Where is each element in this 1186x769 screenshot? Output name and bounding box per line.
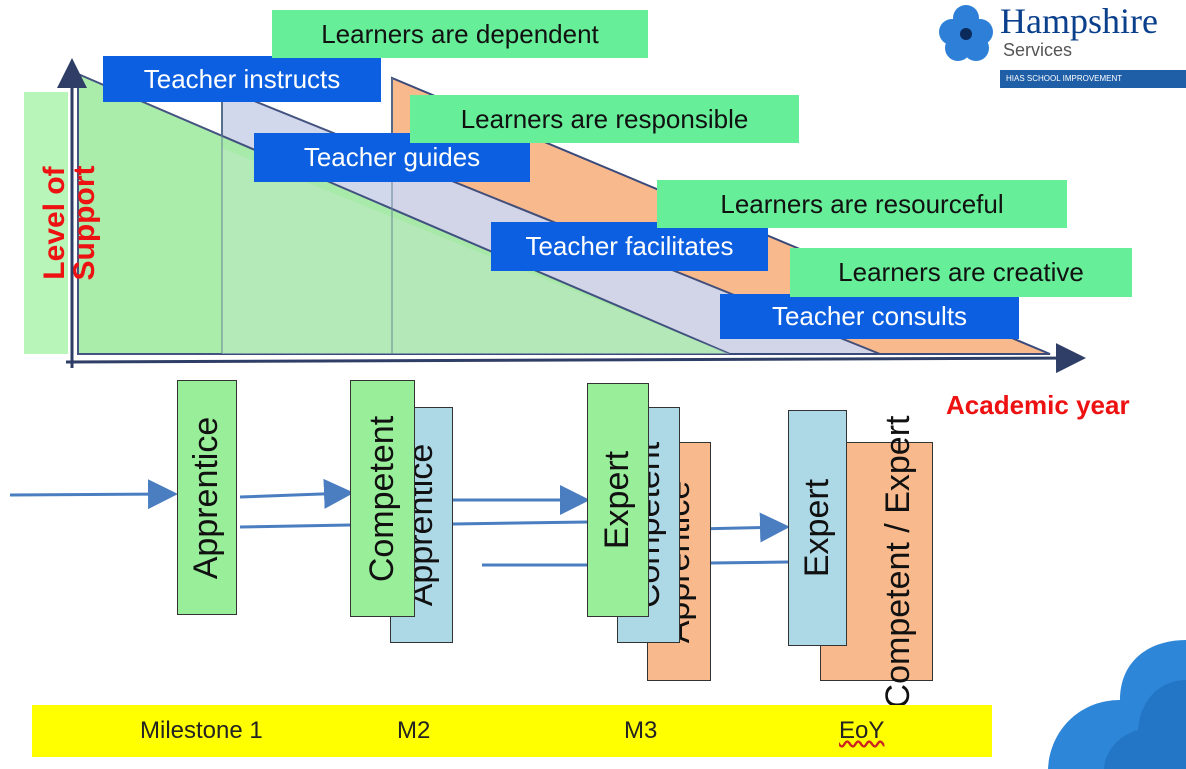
stage-box-expert: Expert — [788, 410, 847, 646]
progress-arrow — [239, 523, 351, 529]
learners-dependent-label: Learners are dependent — [272, 10, 648, 58]
logo-subtitle: Services — [1003, 40, 1073, 60]
teacher-facilitates-label: Teacher facilitates — [491, 222, 768, 271]
progress-arrow — [709, 560, 789, 565]
logo-bar: HIAS SCHOOL IMPROVEMENT — [1000, 70, 1186, 88]
decorative-shape — [1048, 640, 1186, 769]
milestone-bar — [32, 705, 992, 757]
milestone-label: Milestone 1 — [140, 717, 263, 744]
progress-arrow — [9, 479, 178, 510]
x-axis-label: Academic year — [946, 390, 1130, 420]
progress-arrow — [239, 478, 354, 509]
learners-resourceful-label: Learners are resourceful — [657, 180, 1067, 228]
stage-label: Expert — [797, 478, 836, 578]
stage-label: Apprentice — [187, 416, 226, 579]
learners-responsible-label: Learners are responsible — [410, 95, 799, 143]
stage-box-apprentice: Apprentice — [177, 380, 237, 615]
logo-flower-icon — [939, 5, 993, 61]
logo-title: Hampshire — [1000, 1, 1158, 41]
milestone-label: EoY — [839, 717, 885, 744]
overlap-tint — [222, 148, 730, 354]
learners-creative-label: Learners are creative — [790, 248, 1132, 297]
stage-label: Competent — [362, 415, 401, 582]
milestone-label: M2 — [397, 717, 431, 744]
progress-arrow — [452, 520, 589, 526]
milestone-label: M3 — [624, 717, 658, 744]
stage-label: Expert — [598, 450, 637, 550]
stage-box-expert: Expert — [587, 383, 649, 617]
teacher-consults-label: Teacher consults — [720, 294, 1019, 339]
stage-box-competent: Competent — [350, 380, 415, 617]
y-axis-label-line2: Support — [68, 165, 101, 281]
teacher-instructs-label: Teacher instructs — [103, 56, 381, 102]
stage-label: Competent / Expert — [878, 415, 917, 708]
x-axis-line — [65, 343, 1086, 374]
y-axis-label-line1: Level of — [38, 166, 71, 280]
y-axis-band — [24, 92, 68, 354]
